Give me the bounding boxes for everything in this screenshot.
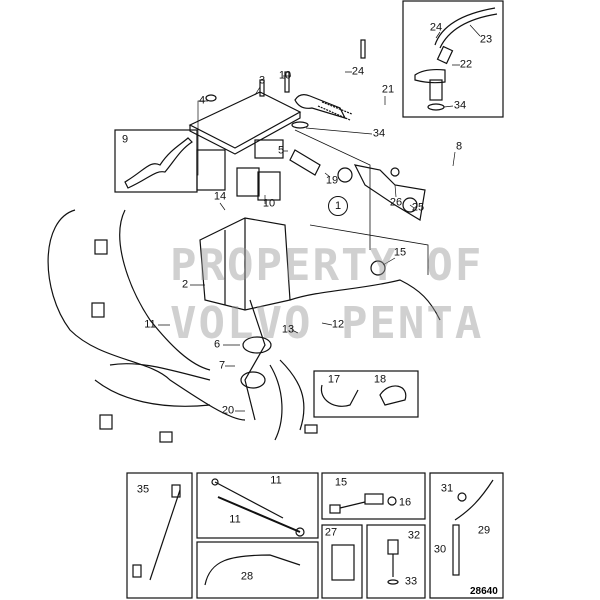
plug bbox=[159, 431, 173, 443]
relay-5 bbox=[254, 139, 284, 159]
callout-28: 28 bbox=[240, 570, 254, 583]
callout-11: 11 bbox=[270, 474, 282, 487]
panel-29-31 bbox=[429, 472, 504, 599]
callout-22: 22 bbox=[459, 58, 473, 71]
harness-28 bbox=[204, 554, 301, 586]
callout-12: 12 bbox=[331, 318, 345, 331]
callout-7: 7 bbox=[218, 359, 226, 372]
callout-13: 13 bbox=[281, 323, 295, 336]
callout-2: 2 bbox=[181, 278, 189, 291]
panel-27 bbox=[321, 524, 363, 599]
plug-15 bbox=[329, 504, 341, 514]
sensor-32 bbox=[387, 539, 399, 555]
callout-30: 30 bbox=[433, 543, 447, 556]
callout-21: 21 bbox=[381, 83, 395, 96]
callout-10: 10 bbox=[262, 197, 276, 210]
callout-25: 25 bbox=[411, 201, 425, 214]
callout-9: 9 bbox=[121, 133, 129, 146]
sensor-21 bbox=[294, 94, 347, 119]
callout-10: 10 bbox=[278, 69, 292, 82]
callout-5: 5 bbox=[277, 144, 285, 157]
callout-19: 19 bbox=[325, 174, 339, 187]
callout-29: 29 bbox=[477, 524, 491, 537]
panel-28 bbox=[196, 541, 319, 599]
plug bbox=[91, 302, 105, 318]
panel-15-16 bbox=[321, 472, 426, 520]
o-ring-34 bbox=[291, 121, 309, 129]
callout-1-circled: 1 bbox=[328, 196, 348, 216]
panel-35 bbox=[126, 472, 193, 599]
callout-27: 27 bbox=[324, 526, 338, 539]
cable-29 bbox=[454, 479, 494, 521]
callout-15: 15 bbox=[393, 246, 407, 259]
callout-11: 11 bbox=[229, 513, 241, 526]
connector bbox=[257, 171, 281, 201]
sensor-connector bbox=[436, 45, 454, 65]
callout-35: 35 bbox=[136, 483, 150, 496]
sensor-flange bbox=[414, 68, 446, 84]
leader-lines bbox=[158, 24, 481, 412]
callout-34: 34 bbox=[372, 127, 386, 140]
watermark-line-1: PROPERTY OF bbox=[170, 240, 484, 291]
plug bbox=[304, 424, 318, 434]
callout-31: 31 bbox=[440, 482, 454, 495]
inset-box-sensor bbox=[402, 0, 504, 118]
callout-18: 18 bbox=[373, 373, 387, 386]
harness bbox=[47, 209, 246, 421]
connector-6 bbox=[242, 336, 272, 354]
nut-8 bbox=[390, 167, 400, 177]
bolt-10 bbox=[259, 79, 265, 97]
sensor-cable bbox=[434, 7, 498, 49]
callout-26: 26 bbox=[389, 196, 403, 209]
callout-14: 14 bbox=[213, 190, 227, 203]
plug bbox=[94, 239, 108, 255]
harness-35 bbox=[149, 489, 181, 581]
callout-6: 6 bbox=[213, 338, 221, 351]
callout-34: 34 bbox=[453, 99, 467, 112]
callout-20: 20 bbox=[221, 404, 235, 417]
connector bbox=[236, 167, 260, 197]
cable-11b bbox=[217, 496, 301, 533]
panel-32-33 bbox=[366, 524, 426, 599]
sensor-body bbox=[429, 79, 443, 101]
callout-15: 15 bbox=[334, 476, 348, 489]
callout-24: 24 bbox=[351, 65, 365, 78]
screw bbox=[360, 39, 366, 59]
callout-8: 8 bbox=[455, 140, 463, 153]
callout-24: 24 bbox=[429, 21, 443, 34]
sensor-26 bbox=[289, 149, 321, 176]
strap-9 bbox=[124, 137, 193, 189]
callout-33: 33 bbox=[404, 575, 418, 588]
grommet bbox=[205, 94, 217, 102]
nut-31 bbox=[457, 492, 467, 502]
callout-4: 4 bbox=[198, 94, 206, 107]
panel-11 bbox=[196, 472, 319, 539]
callout-17: 17 bbox=[327, 373, 341, 386]
pressure-sensor-27 bbox=[331, 544, 355, 581]
module-4 bbox=[196, 149, 226, 191]
callout-11: 11 bbox=[144, 318, 156, 331]
callout-3: 3 bbox=[258, 74, 266, 87]
callout-32: 32 bbox=[407, 529, 421, 542]
clamp-18 bbox=[379, 385, 407, 406]
nut-26 bbox=[337, 167, 353, 183]
washer-33 bbox=[387, 579, 399, 585]
plug bbox=[99, 414, 113, 430]
sensor-15 bbox=[370, 260, 386, 276]
connector-20 bbox=[240, 371, 266, 389]
watermark-line-2: VOLVO PENTA bbox=[170, 298, 484, 349]
callout-23: 23 bbox=[479, 33, 493, 46]
sensor-16 bbox=[364, 493, 384, 505]
glow-plug-30 bbox=[452, 524, 460, 576]
inset-box-17-18 bbox=[313, 370, 419, 418]
callout-16: 16 bbox=[398, 496, 412, 509]
cable-11a bbox=[214, 481, 284, 519]
reference-number: 28640 bbox=[470, 586, 498, 597]
cable-tie-17 bbox=[320, 384, 359, 407]
bolt-24 bbox=[284, 71, 290, 93]
o-ring bbox=[427, 103, 445, 111]
